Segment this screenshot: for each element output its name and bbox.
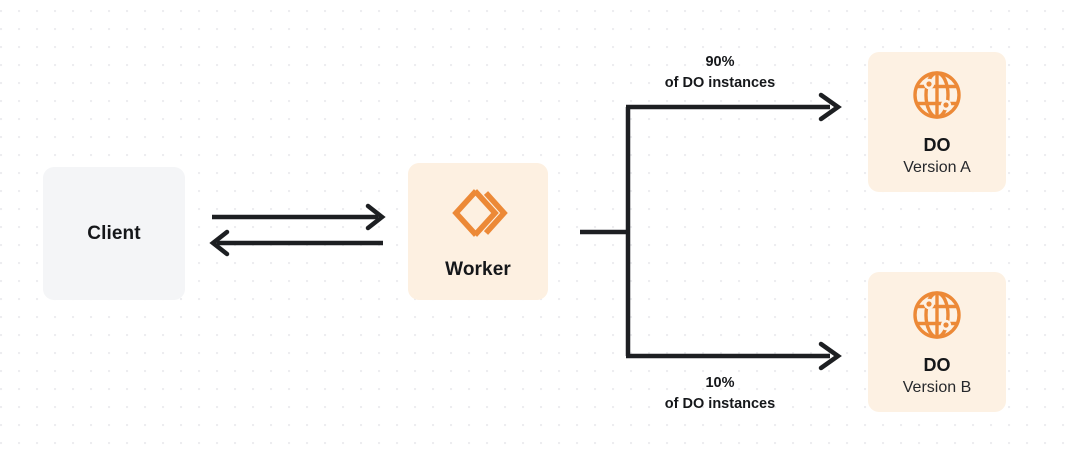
node-worker[interactable]: Worker bbox=[408, 163, 548, 300]
node-worker-label: Worker bbox=[445, 258, 511, 280]
node-client[interactable]: Client bbox=[43, 167, 185, 300]
edge-label-do-a-text: of DO instances bbox=[664, 75, 776, 92]
cloudflare-workers-icon bbox=[448, 183, 508, 243]
node-do-a-label: DO bbox=[923, 135, 951, 156]
edge-label-do-b-percent: 10% bbox=[705, 375, 735, 391]
edge-client-to-worker bbox=[212, 203, 386, 231]
node-do-b-version: Version B bbox=[902, 378, 972, 396]
globe-icon bbox=[909, 287, 965, 343]
node-do-b-label: DO bbox=[923, 355, 951, 376]
edge-worker-to-client bbox=[209, 229, 383, 257]
node-do-version-a[interactable]: DO Version A bbox=[868, 52, 1006, 192]
node-do-version-b[interactable]: DO Version B bbox=[868, 272, 1006, 412]
edge-worker-branch-trunk bbox=[580, 107, 631, 356]
edge-worker-to-do-a bbox=[626, 92, 842, 122]
edge-label-do-a: 90% of DO instances bbox=[612, 52, 828, 94]
node-client-label: Client bbox=[87, 222, 141, 244]
edge-worker-to-do-b bbox=[626, 341, 842, 371]
edge-label-do-b-text: of DO instances bbox=[664, 396, 776, 413]
globe-icon bbox=[909, 67, 965, 123]
edge-label-do-a-percent: 90% bbox=[705, 54, 735, 70]
node-do-a-version: Version A bbox=[903, 158, 971, 176]
edge-label-do-b: 10% of DO instances bbox=[612, 373, 828, 415]
